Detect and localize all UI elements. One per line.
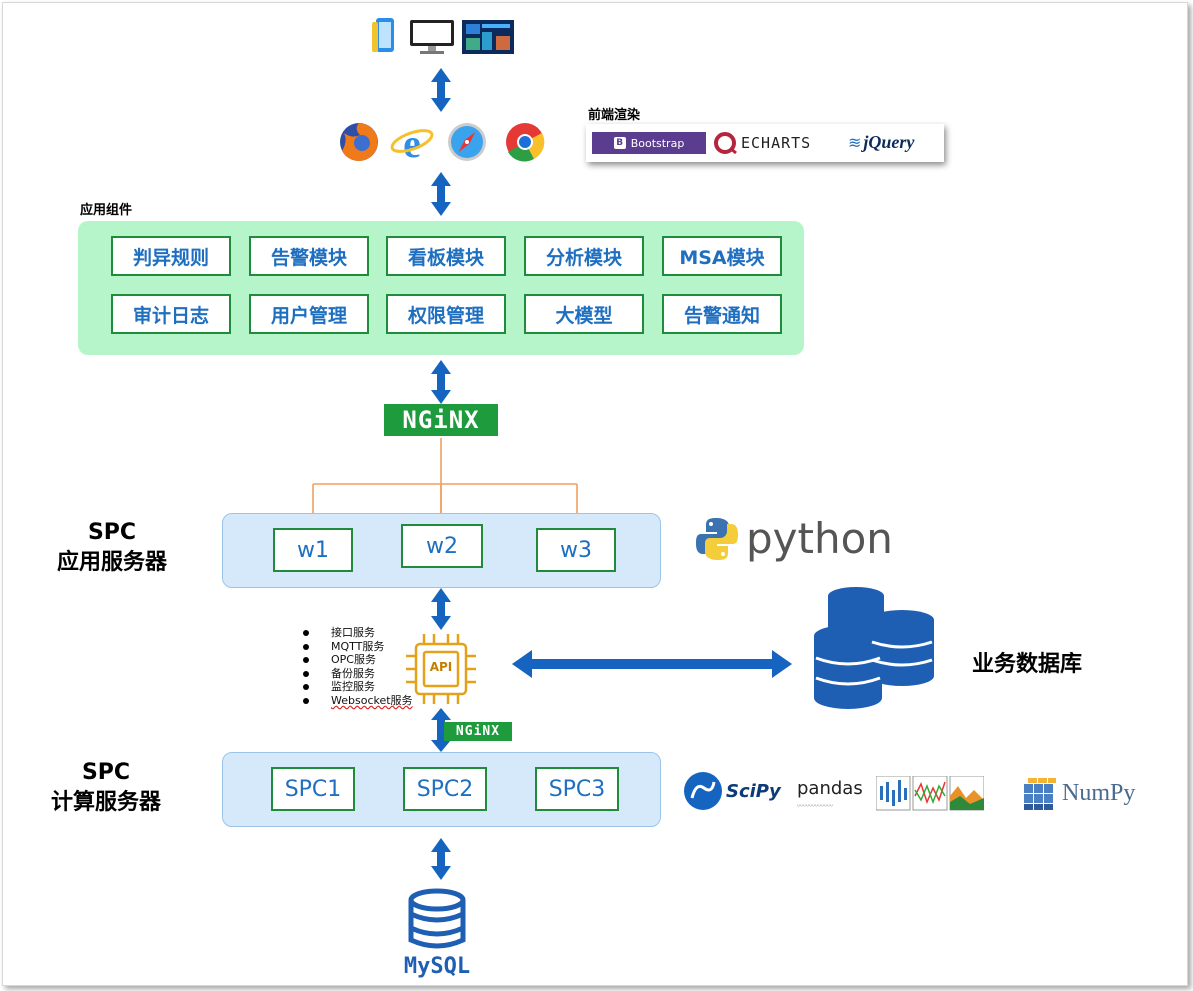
jquery-icon: ≋ [848, 133, 862, 152]
python-icon [696, 518, 738, 560]
service-list: 接口服务 MQTT服务 OPC服务 备份服务 监控服务 Websocket服务 [303, 626, 413, 708]
database-icon [810, 586, 942, 718]
spc-node-1: SPC1 [271, 767, 355, 811]
calc-server-panel: SPC1 SPC2 SPC3 [222, 752, 661, 827]
frontend-libs-box: B Bootstrap ECHARTS ≋ jQuery [586, 124, 944, 162]
calc-server-label: SPC 计算服务器 [50, 760, 161, 815]
vertical-arrow-components-nginx [431, 360, 451, 404]
chrome-icon [504, 121, 546, 167]
jquery-logo: ≋ jQuery [848, 132, 915, 152]
worker-w2: w2 [401, 524, 483, 568]
component-audit-log: 审计日志 [111, 294, 231, 334]
service-item: 备份服务 [303, 667, 413, 681]
horizontal-arrow-api-database [512, 650, 792, 678]
numpy-logo: NumPy [1020, 774, 1135, 812]
svg-text:e: e [403, 121, 421, 163]
bootstrap-icon: B [613, 137, 626, 149]
matplotlib-charts-icon [875, 775, 985, 816]
tablet-icon [370, 16, 400, 60]
numpy-icon [1024, 778, 1056, 810]
spc-node-3: SPC3 [535, 767, 619, 811]
nginx-small-logo: NGiNX [444, 722, 512, 741]
service-item: MQTT服务 [303, 640, 413, 654]
database-label: 业务数据库 [972, 652, 1083, 677]
python-logo: python [694, 516, 893, 562]
worker-w1: w1 [273, 528, 353, 572]
vertical-arrow-app-api [431, 588, 451, 630]
component-anomaly-rules: 判异规则 [111, 236, 231, 276]
component-dashboard-module: 看板模块 [386, 236, 506, 276]
frontend-title: 前端渲染 [588, 108, 641, 123]
echarts-logo: ECHARTS [714, 132, 811, 154]
spc-node-2: SPC2 [403, 767, 487, 811]
ie-icon: e [390, 121, 434, 167]
api-chip-icon: API [404, 632, 478, 710]
component-large-model: 大模型 [524, 294, 644, 334]
service-item: 监控服务 [303, 680, 413, 694]
worker-w3: w3 [536, 528, 616, 572]
pandas-tagline: 〰〰〰〰〰〰 [797, 803, 834, 810]
vertical-arrow-devices-browsers [431, 68, 451, 112]
component-alarm-module: 告警模块 [249, 236, 369, 276]
dashboard-screen-icon [462, 20, 514, 58]
scipy-logo: SciPy [682, 770, 781, 812]
components-panel: 判异规则 告警模块 看板模块 分析模块 MSA模块 审计日志 用户管理 权限管理… [78, 221, 804, 355]
components-title: 应用组件 [80, 203, 133, 218]
service-item: Websocket服务 [303, 694, 413, 708]
component-alarm-notification: 告警通知 [662, 294, 782, 334]
mysql-db-icon [408, 888, 466, 949]
monitor-icon [408, 18, 456, 60]
nginx-worker-connectors [308, 438, 582, 527]
app-server-label: SPC 应用服务器 [56, 520, 167, 575]
pandas-logo: pandas [797, 778, 863, 799]
service-item: 接口服务 [303, 626, 413, 640]
safari-icon [446, 121, 488, 167]
vertical-arrow-calc-mysql [431, 838, 451, 880]
component-permission-management: 权限管理 [386, 294, 506, 334]
app-server-panel: w1 w2 w3 [222, 513, 661, 588]
component-analysis-module: 分析模块 [524, 236, 644, 276]
vertical-arrow-api-calc [431, 708, 451, 752]
bootstrap-logo: B Bootstrap [592, 132, 706, 154]
mysql-logo: MySQL [388, 886, 486, 984]
scipy-icon [684, 772, 722, 810]
nginx-logo: NGiNX [384, 404, 498, 436]
component-msa-module: MSA模块 [662, 236, 782, 276]
echarts-icon [714, 132, 737, 154]
firefox-icon [338, 121, 380, 167]
vertical-arrow-browsers-components [431, 172, 451, 216]
component-user-management: 用户管理 [249, 294, 369, 334]
service-item: OPC服务 [303, 653, 413, 667]
